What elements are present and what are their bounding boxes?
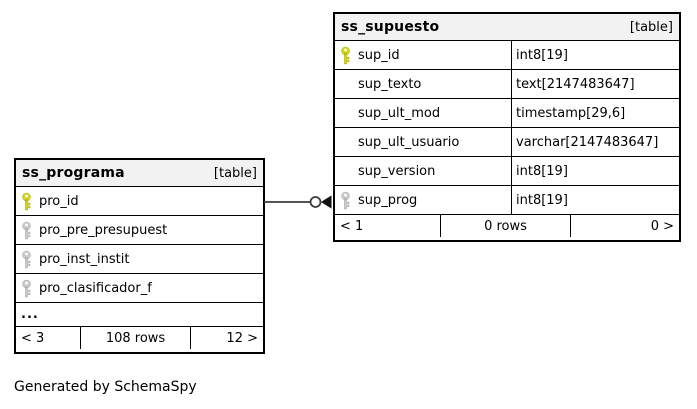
- hidden-columns-ellipsis: ...: [16, 303, 263, 327]
- column-type: text[2147483647]: [516, 76, 635, 92]
- column-type: varchar[2147483647]: [516, 134, 659, 150]
- column-row-pro-inst-instit: pro_inst_instit: [16, 245, 263, 274]
- column-type: int8[19]: [516, 47, 568, 63]
- column-name: sup_ult_mod: [358, 105, 441, 121]
- column-row-sup-ult-mod: sup_ult_mod timestamp[29,6]: [335, 99, 679, 128]
- column-name: sup_version: [358, 163, 436, 179]
- table-header[interactable]: ss_programa [table]: [16, 160, 263, 187]
- column-row-sup-version: sup_version int8[19]: [335, 157, 679, 186]
- footer-row-count: 0 rows: [441, 215, 571, 237]
- column-row-sup-prog: sup_prog int8[19]: [335, 186, 679, 215]
- foreign-key-icon: [340, 191, 358, 210]
- table-footer: < 3 108 rows 12 >: [16, 327, 263, 349]
- table-footer: < 1 0 rows 0 >: [335, 215, 679, 237]
- table-type-label: [table]: [629, 19, 673, 35]
- column-row-pro-clasificador-f: pro_clasificador_f: [16, 274, 263, 303]
- column-row-sup-ult-usuario: sup_ult_usuario varchar[2147483647]: [335, 128, 679, 157]
- column-name: sup_id: [358, 47, 400, 63]
- table-type-label: [table]: [213, 165, 257, 181]
- column-row-sup-texto: sup_texto text[2147483647]: [335, 70, 679, 99]
- primary-key-icon: [21, 192, 39, 211]
- column-name: sup_ult_usuario: [358, 134, 460, 150]
- column-type: timestamp[29,6]: [516, 105, 626, 121]
- column-name: pro_clasificador_f: [39, 280, 152, 296]
- column-name: pro_pre_presupuest: [39, 222, 168, 238]
- table-title[interactable]: ss_programa: [22, 165, 125, 181]
- footer-parents-count: 12 >: [226, 330, 258, 346]
- footer-parents-count: 0 >: [650, 218, 674, 234]
- column-row-sup-id: sup_id int8[19]: [335, 41, 679, 70]
- footer-children-count: < 3: [16, 327, 81, 349]
- column-name: sup_texto: [358, 76, 422, 92]
- generated-by-note: Generated by SchemaSpy: [14, 379, 197, 395]
- foreign-key-icon: [21, 279, 39, 298]
- footer-children-count: < 1: [335, 215, 441, 237]
- column-name: pro_inst_instit: [39, 251, 130, 267]
- column-name: pro_id: [39, 193, 79, 209]
- column-type: int8[19]: [516, 163, 568, 179]
- footer-row-count: 108 rows: [81, 327, 191, 349]
- table-header[interactable]: ss_supuesto [table]: [335, 14, 679, 41]
- foreign-key-icon: [21, 221, 39, 240]
- column-name: sup_prog: [358, 192, 418, 208]
- column-row-pro-id: pro_id: [16, 187, 263, 216]
- table-ss-programa[interactable]: ss_programa [table] pro_id pro_pre_presu…: [14, 158, 265, 354]
- table-ss-supuesto[interactable]: ss_supuesto [table] sup_id int8[19] sup_…: [333, 12, 681, 242]
- column-row-pro-pre-presupuest: pro_pre_presupuest: [16, 216, 263, 245]
- table-title[interactable]: ss_supuesto: [341, 19, 440, 35]
- column-type: int8[19]: [516, 192, 568, 208]
- primary-key-icon: [340, 46, 358, 65]
- foreign-key-icon: [21, 250, 39, 269]
